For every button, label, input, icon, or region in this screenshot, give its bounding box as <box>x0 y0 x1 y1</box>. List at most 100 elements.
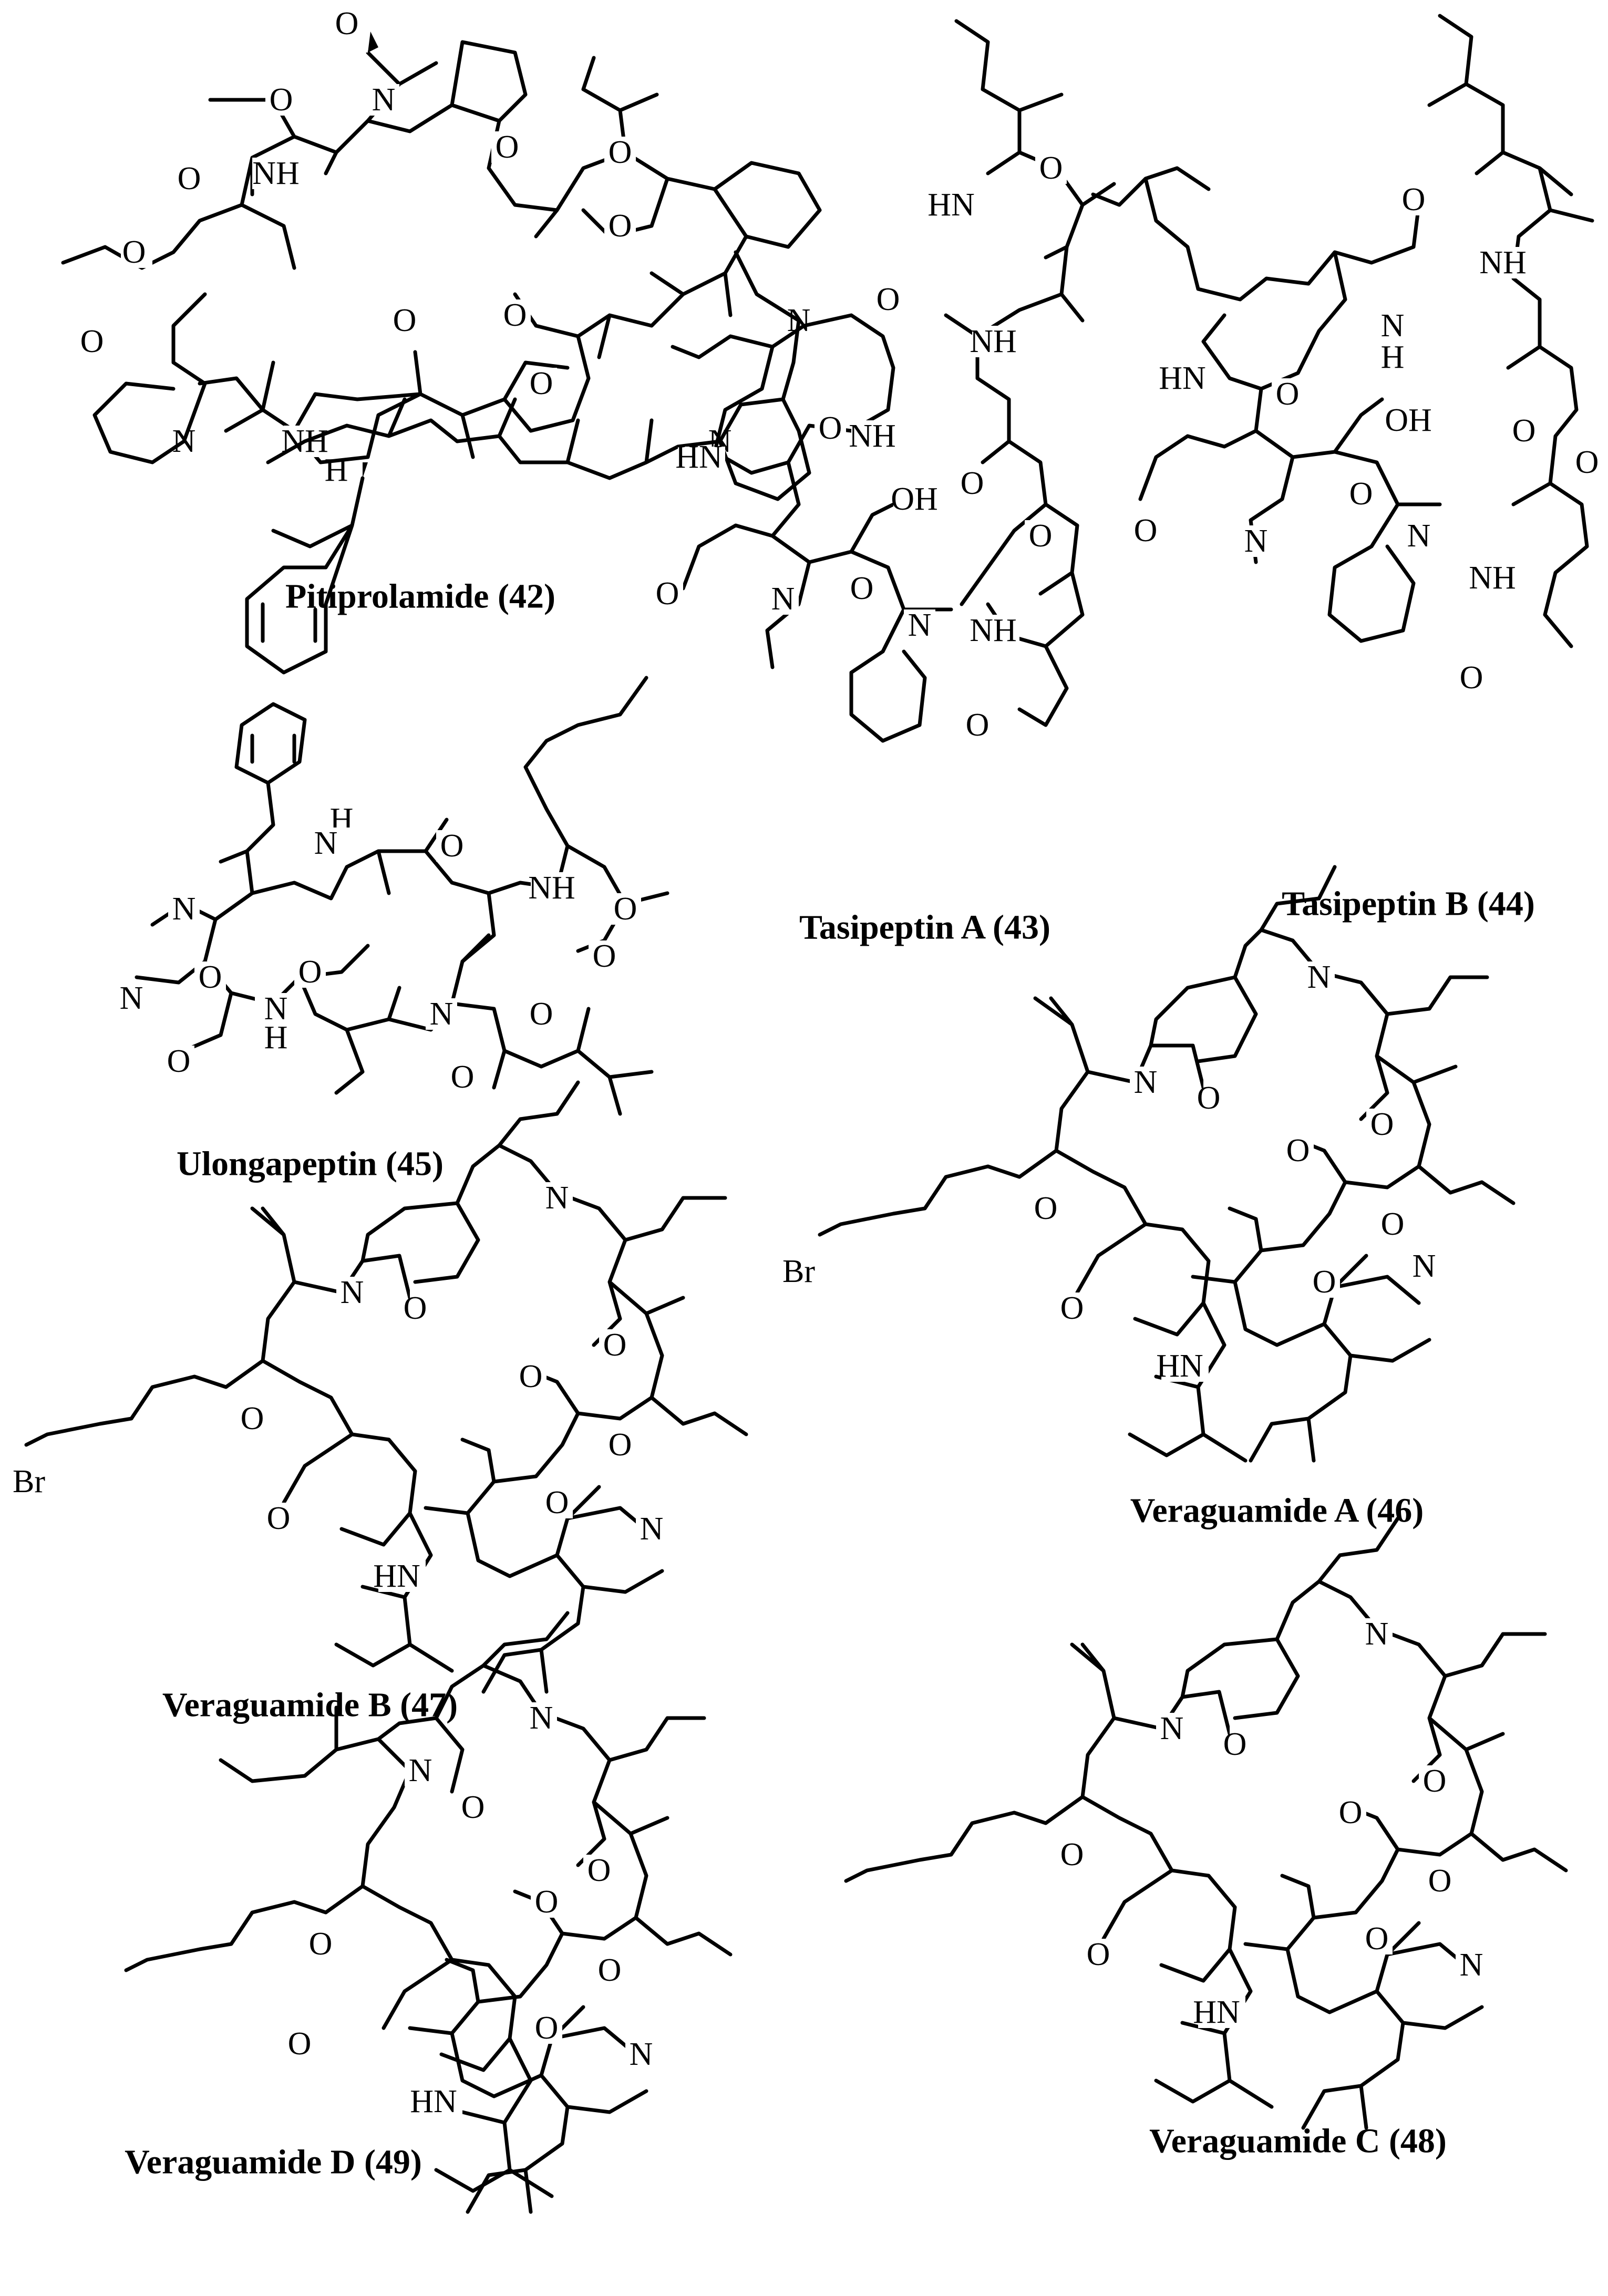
svg-text:HN: HN <box>373 1558 420 1594</box>
svg-text:O: O <box>241 1401 264 1436</box>
svg-text:O: O <box>270 82 293 118</box>
svg-text:O: O <box>122 234 146 270</box>
svg-text:O: O <box>598 1952 622 1988</box>
svg-text:O: O <box>1423 1763 1447 1799</box>
svg-text:N: N <box>372 82 396 118</box>
svg-text:O: O <box>1402 182 1426 218</box>
svg-text:O: O <box>966 707 989 743</box>
atom-labels-44: O NH N H HN O O OH O O N O N NH O <box>1130 182 1608 696</box>
atom-labels-46: N O N O O O O N O Br O HN <box>782 959 1440 1384</box>
svg-text:O: O <box>1575 444 1599 480</box>
svg-text:O: O <box>1134 513 1158 549</box>
svg-text:NH: NH <box>849 418 896 454</box>
svg-text:O: O <box>961 466 984 501</box>
svg-text:O: O <box>298 954 322 990</box>
structure-veraguamide-a: N O N O O O O N O Br O HN Veraguamide A … <box>782 865 1516 1530</box>
svg-text:N: N <box>1407 518 1431 554</box>
svg-text:O: O <box>80 324 104 359</box>
svg-text:N: N <box>1460 1947 1483 1983</box>
svg-text:HN: HN <box>927 187 975 223</box>
svg-text:O: O <box>535 2010 559 2046</box>
svg-text:HN: HN <box>1156 1348 1203 1384</box>
svg-text:HN: HN <box>675 439 723 475</box>
label-tasipeptin-a: Tasipeptin A (43) <box>799 908 1050 947</box>
label-veraguamide-a: Veraguamide A (46) <box>1130 1492 1424 1530</box>
svg-text:O: O <box>593 938 616 974</box>
svg-text:O: O <box>1365 1921 1389 1957</box>
label-pitiprolamide: Pitiprolamide (42) <box>285 577 555 616</box>
svg-text:O: O <box>496 129 519 165</box>
svg-text:N: N <box>430 996 453 1032</box>
svg-text:O: O <box>609 208 632 244</box>
label-veraguamide-c: Veraguamide C (48) <box>1149 2122 1447 2160</box>
label-veraguamide-b: Veraguamide B (47) <box>162 1686 458 1724</box>
svg-text:N: N <box>314 825 338 861</box>
svg-text:N: N <box>1134 1064 1158 1100</box>
svg-text:Br: Br <box>782 1254 815 1289</box>
svg-text:O: O <box>603 1327 627 1363</box>
svg-text:H: H <box>1381 339 1405 375</box>
svg-text:O: O <box>1197 1080 1221 1116</box>
atom-labels-45: N H N O NH O O O N O N H O N O O <box>116 802 641 1095</box>
svg-text:O: O <box>519 1359 543 1394</box>
structure-pitiprolamide: O O O NH N O O O O O O O O N N N NH H Pi… <box>61 6 822 675</box>
structure-ulongapeptin: N H N O NH O O O N O N H O N O O Ulongap… <box>116 676 669 1183</box>
svg-text:O: O <box>1370 1106 1394 1142</box>
svg-text:O: O <box>1029 518 1053 554</box>
svg-text:HN: HN <box>1193 1994 1240 2030</box>
svg-text:NH: NH <box>252 156 300 191</box>
svg-text:Br: Br <box>13 1464 45 1499</box>
svg-text:N: N <box>264 991 288 1027</box>
svg-text:N: N <box>908 607 932 643</box>
structure-veraguamide-b: N O N O O O O N O Br O HN Veraguamide B … <box>11 1080 748 1724</box>
svg-text:O: O <box>167 1043 191 1079</box>
svg-text:O: O <box>451 1059 475 1095</box>
svg-text:O: O <box>1087 1937 1110 1972</box>
svg-text:N: N <box>771 581 795 617</box>
svg-text:O: O <box>535 1884 559 1920</box>
svg-text:N: N <box>640 1511 664 1547</box>
svg-text:NH: NH <box>528 870 575 906</box>
svg-text:O: O <box>1276 376 1300 412</box>
svg-text:O: O <box>587 1853 611 1888</box>
atom-labels-49: N O N O O O O N O O HN <box>284 1700 657 2119</box>
svg-text:NH: NH <box>970 613 1017 648</box>
svg-text:OH: OH <box>891 481 938 517</box>
svg-text:H: H <box>325 452 348 488</box>
svg-text:O: O <box>1339 1795 1363 1830</box>
svg-text:O: O <box>1286 1133 1310 1168</box>
svg-text:O: O <box>850 571 874 606</box>
svg-text:O: O <box>1223 1726 1247 1762</box>
svg-text:N: N <box>409 1753 432 1788</box>
svg-text:O: O <box>530 996 553 1032</box>
svg-text:N: N <box>1160 1711 1184 1746</box>
atom-labels-48: N O N O O O O N O O HN <box>1056 1616 1487 2030</box>
svg-text:O: O <box>178 161 201 196</box>
svg-text:O: O <box>267 1501 291 1536</box>
svg-text:O: O <box>288 2026 312 2062</box>
svg-text:H: H <box>264 1020 288 1056</box>
svg-text:O: O <box>1381 1206 1405 1242</box>
svg-text:N: N <box>545 1180 569 1216</box>
svg-text:N: N <box>1381 308 1405 344</box>
svg-text:NH: NH <box>1469 560 1516 596</box>
label-veraguamide-d: Veraguamide D (49) <box>125 2143 422 2181</box>
svg-text:O: O <box>614 891 637 927</box>
label-ulongapeptin: Ulongapeptin (45) <box>177 1145 444 1183</box>
atom-labels-43: O HN O NH NH HN O O OH O O N O N NH O <box>652 150 1067 743</box>
svg-text:O: O <box>404 1290 427 1326</box>
svg-text:O: O <box>199 959 222 995</box>
svg-text:O: O <box>609 135 632 170</box>
svg-text:O: O <box>1034 1191 1058 1226</box>
svg-text:O: O <box>393 303 417 338</box>
svg-text:O: O <box>1060 1837 1084 1873</box>
svg-text:O: O <box>1349 476 1373 512</box>
svg-text:OH: OH <box>1385 402 1432 438</box>
svg-text:O: O <box>819 410 842 446</box>
svg-text:O: O <box>503 297 527 333</box>
svg-text:O: O <box>877 282 900 317</box>
svg-text:O: O <box>1460 660 1483 696</box>
atom-labels-47: N O N O O O O N O Br O HN <box>11 1180 667 1594</box>
atom-labels-42: O O O NH N O O O O O O O O N N N NH H <box>79 6 815 488</box>
